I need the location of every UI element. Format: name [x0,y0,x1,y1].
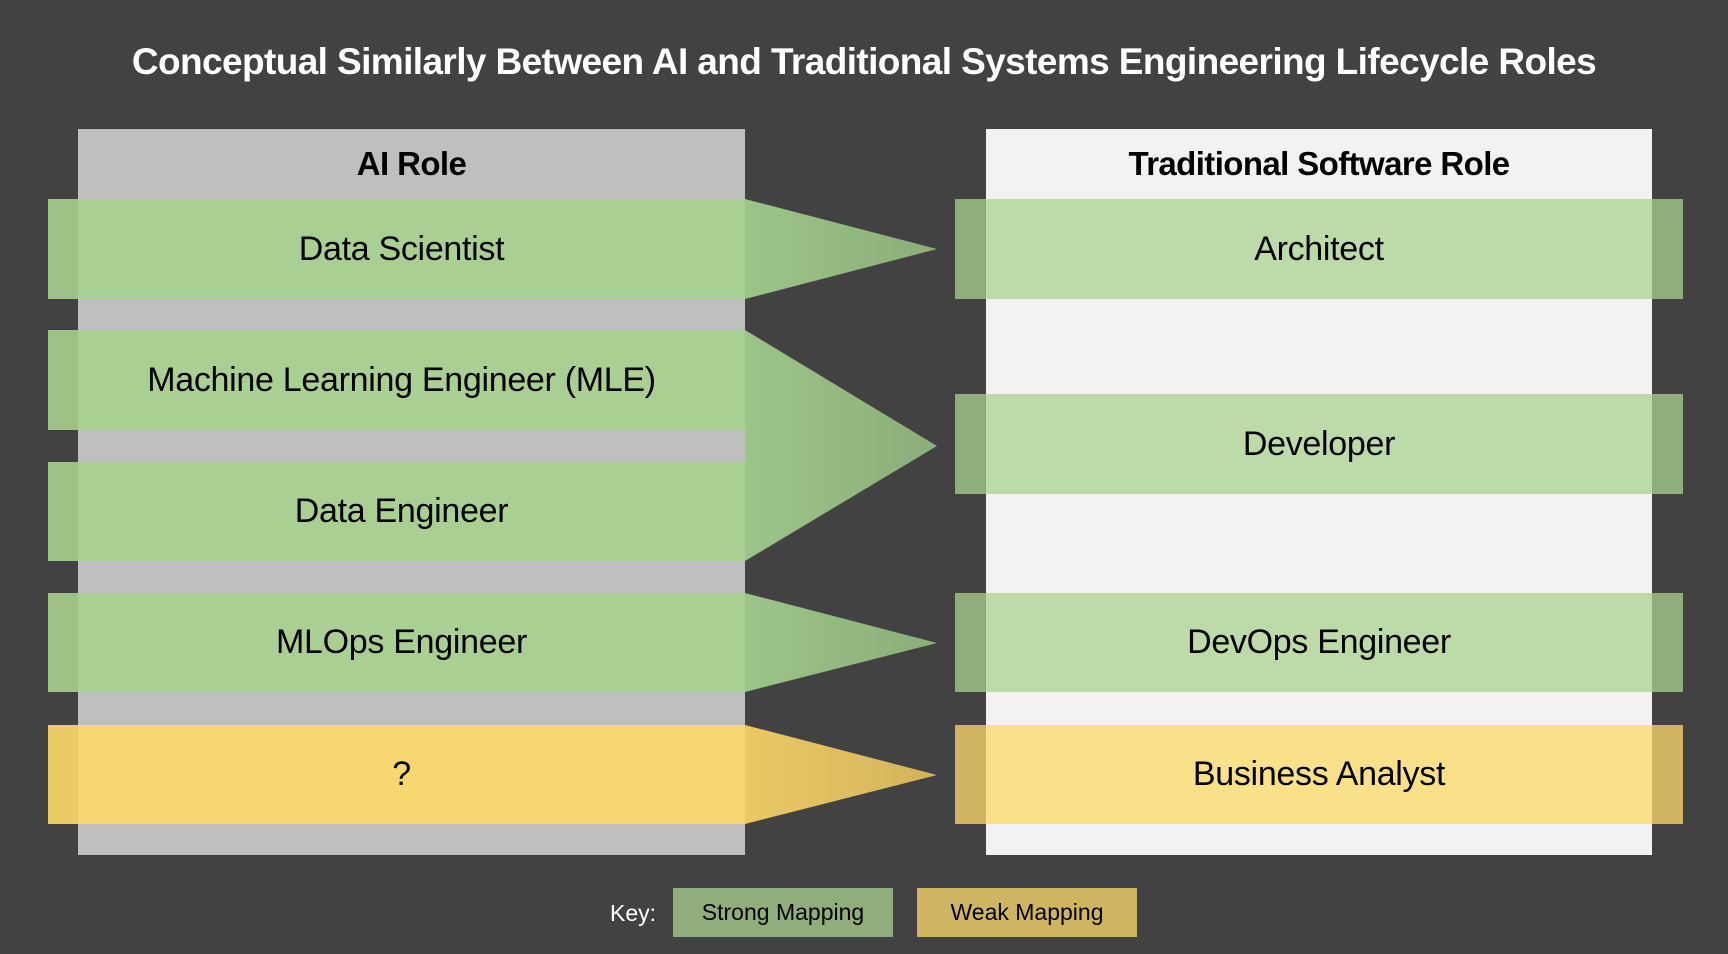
role-label: Data Scientist [298,230,505,268]
ai-role-header: AI Role [356,145,467,182]
band-tab-right [1652,199,1683,299]
ai-role-mlops-engineer: MLOps Engineer [48,593,745,692]
arrow-mlops-to-devops [745,593,937,692]
role-label: Business Analyst [1192,755,1446,793]
traditional-role-developer: Developer [955,394,1683,494]
role-label: Data Engineer [294,492,509,530]
band-tab-right [1652,394,1683,494]
arrow-data-scientist-to-architect [745,199,937,299]
band-tab-left [955,394,986,494]
legend-weak-mapping: Weak Mapping [917,888,1137,937]
traditional-role-devops-engineer: DevOps Engineer [955,593,1683,692]
role-label: Developer [1242,425,1396,463]
band-tab [48,725,78,824]
role-label: Machine Learning Engineer (MLE) [147,361,656,399]
role-label: ? [392,755,411,793]
diagram-title: Conceptual Similarly Between AI and Trad… [131,41,1597,82]
traditional-role-business-analyst: Business Analyst [955,725,1683,824]
legend-label: Key: [610,900,657,926]
role-label: MLOps Engineer [276,623,527,661]
ai-role-data-engineer: Data Engineer [48,462,745,561]
legend-strong-mapping: Strong Mapping [673,888,893,937]
traditional-role-architect: Architect [955,199,1683,299]
band-tab-right [1652,725,1683,824]
ai-role-data-scientist: Data Scientist [48,199,745,299]
band-tab [48,462,78,561]
traditional-role-header: Traditional Software Role [1128,145,1510,182]
ai-role-unknown: ? [48,725,745,824]
band-tab [48,593,78,692]
role-label: DevOps Engineer [1187,623,1451,661]
band-tab-left [955,593,986,692]
band-tab [48,199,78,299]
band-tab-left [955,199,986,299]
arrow-unknown-to-business-analyst [745,725,937,824]
role-label: Architect [1254,230,1384,268]
band-tab-left [955,725,986,824]
band-tab-right [1652,593,1683,692]
band-tab [48,330,78,430]
ai-role-mle: Machine Learning Engineer (MLE) [48,330,745,430]
arrow-mle-data-engineer-to-developer [745,330,937,561]
